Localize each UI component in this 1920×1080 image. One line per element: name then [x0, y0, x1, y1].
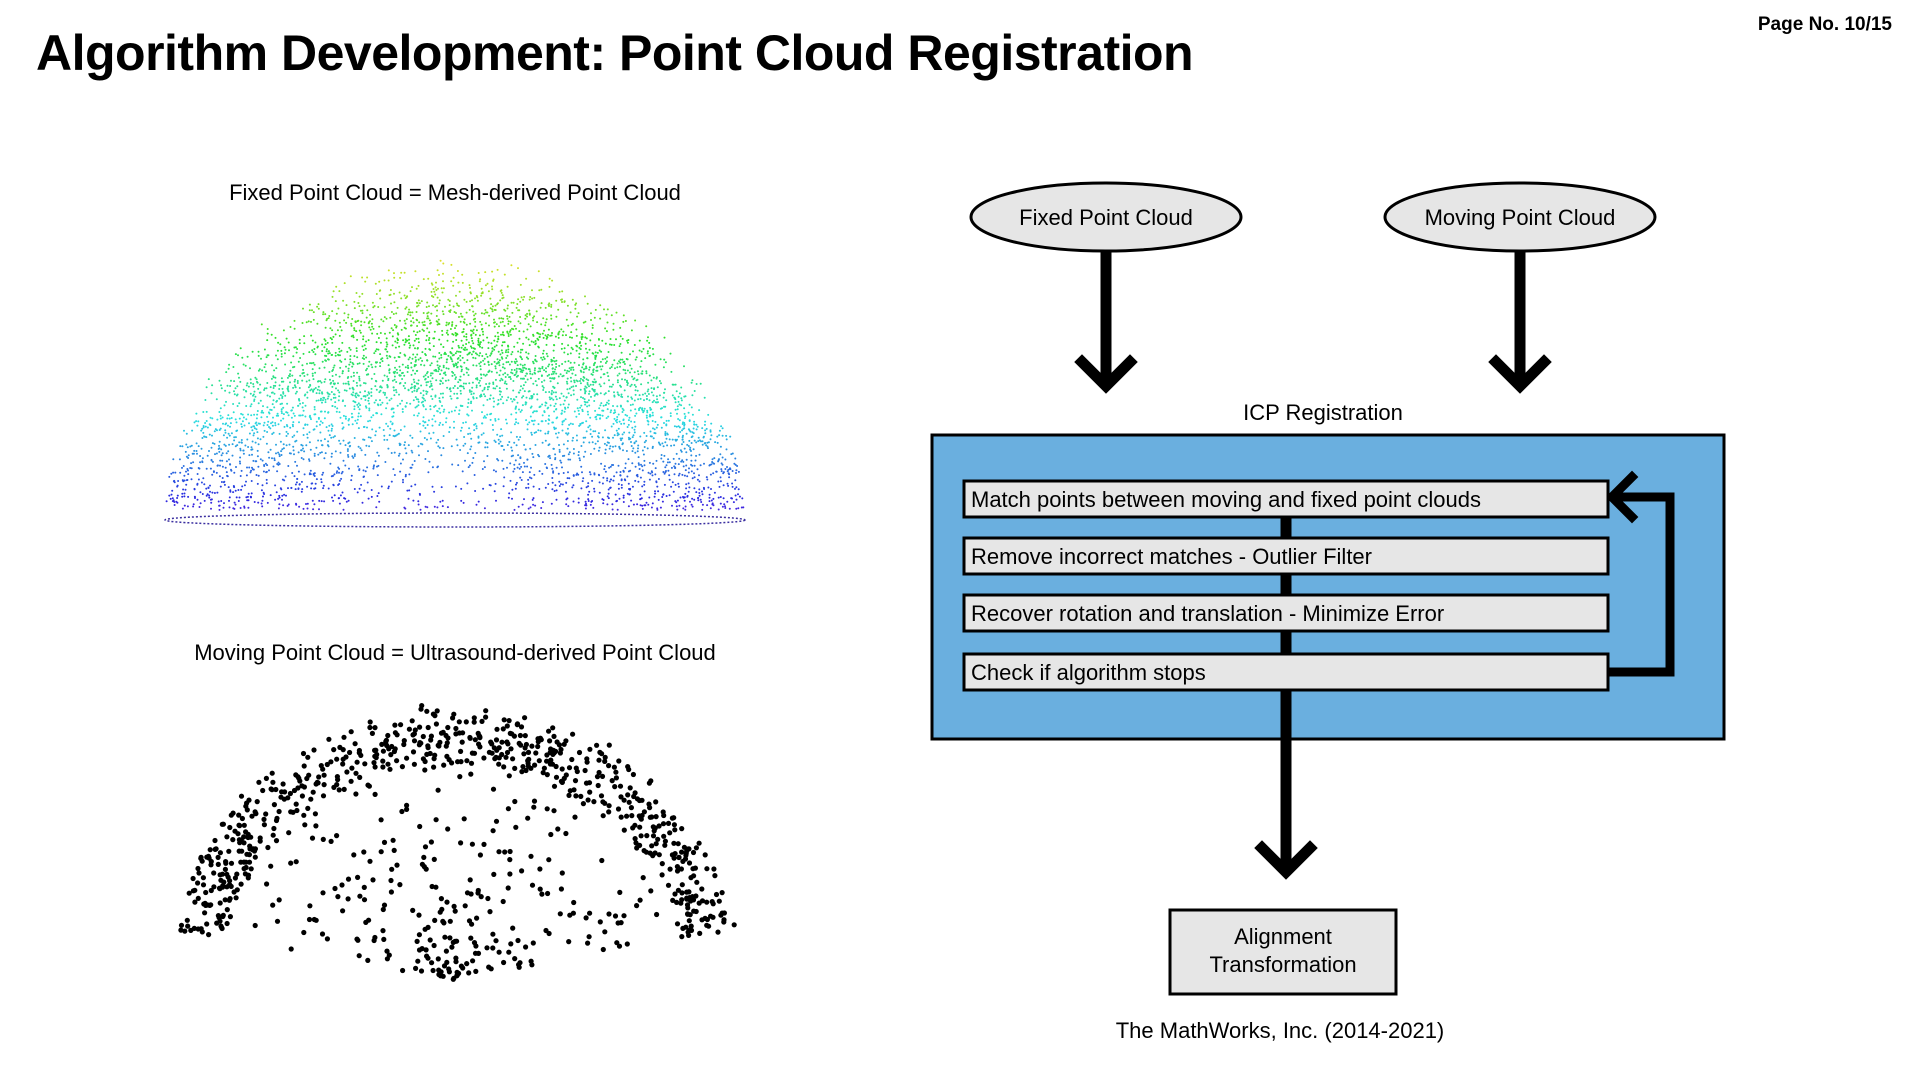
fixed-cloud-caption: Fixed Point Cloud = Mesh-derived Point C…: [229, 180, 681, 205]
moving-input-arrow: [1488, 251, 1552, 394]
moving-input-label: Moving Point Cloud: [1425, 205, 1616, 230]
step-check-stop: Check if algorithm stops: [962, 652, 1610, 692]
step-label: Match points between moving and fixed po…: [971, 487, 1481, 512]
step-label: Remove incorrect matches - Outlier Filte…: [971, 544, 1372, 569]
fixed-input-node: Fixed Point Cloud: [969, 181, 1243, 253]
page-number: Page No. 10/15: [1757, 14, 1892, 35]
output-label-line1: Alignment: [1234, 924, 1332, 949]
fixed-input-label: Fixed Point Cloud: [1019, 205, 1193, 230]
moving-cloud-caption: Moving Point Cloud = Ultrasound-derived …: [194, 640, 716, 665]
moving-input-node: Moving Point Cloud: [1383, 181, 1657, 253]
icp-registration-label: ICP Registration: [1243, 400, 1403, 425]
step-remove-matches: Remove incorrect matches - Outlier Filte…: [962, 536, 1610, 576]
moving-point-cloud-image: [178, 703, 737, 982]
slide-title: Algorithm Development: Point Cloud Regis…: [36, 25, 1194, 81]
step-recover-rotation: Recover rotation and translation - Minim…: [962, 593, 1610, 633]
credit-text: The MathWorks, Inc. (2014-2021): [1115, 1018, 1445, 1043]
alignment-transformation-node: Alignment Transformation: [1168, 908, 1398, 996]
step-match-points: Match points between moving and fixed po…: [962, 479, 1610, 519]
step-label: Check if algorithm stops: [971, 660, 1206, 685]
feedback-loop-arrow: [1605, 470, 1675, 677]
fixed-point-cloud-image: [164, 259, 746, 528]
output-label-line2: Transformation: [1209, 952, 1356, 977]
step-label: Recover rotation and translation - Minim…: [971, 601, 1444, 626]
icp-flow-diagram: Fixed Point Cloud Moving Point Cloud ICP…: [930, 181, 1726, 996]
fixed-input-arrow: [1074, 251, 1138, 394]
